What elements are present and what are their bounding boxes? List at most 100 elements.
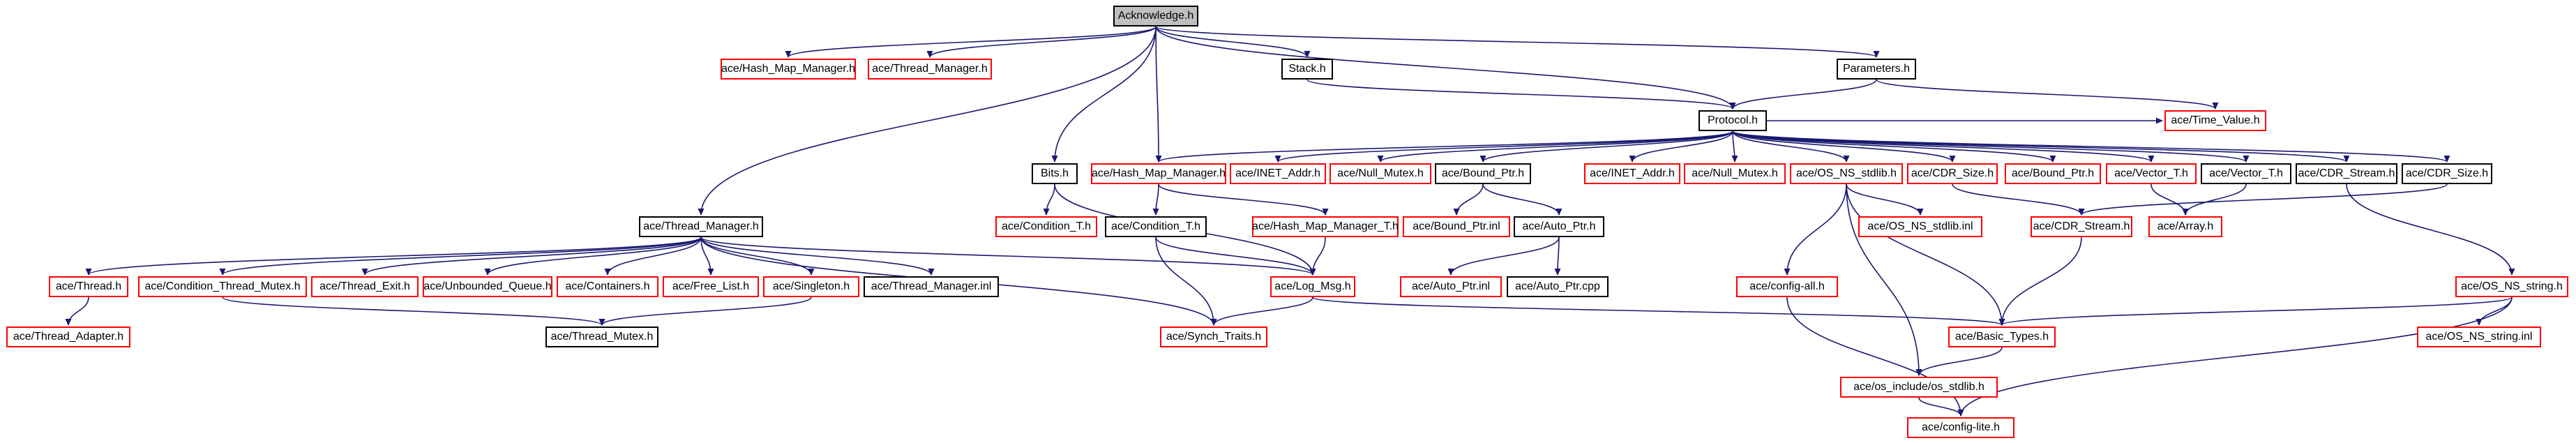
edge-cdrstream4-to-osstring: [2346, 183, 2515, 276]
graph-node-params[interactable]: Parameters.h: [1837, 59, 1916, 80]
graph-node-osstdlib[interactable]: ace/OS_NS_stdlib.h: [1790, 163, 1903, 184]
edge-protocol-to-hmm4: [1155, 130, 1733, 163]
graph-node-null4a[interactable]: ace/Null_Mutex.h: [1330, 163, 1431, 184]
edge-protocol-to-cdrsize4b: [1732, 130, 2450, 163]
graph-node-cdrsize4b[interactable]: ace/CDR_Size.h: [2402, 163, 2492, 184]
graph-node-timevalue[interactable]: ace/Time_Value.h: [2164, 110, 2266, 131]
graph-node-containers[interactable]: ace/Containers.h: [557, 276, 658, 297]
graph-node-osinclude[interactable]: ace/os_include/os_stdlib.h: [1840, 377, 1998, 398]
graph-node-autoptr[interactable]: ace/Auto_Ptr.h: [1514, 216, 1604, 237]
graph-node-array[interactable]: ace/Array.h: [2148, 216, 2222, 237]
edge-tm5-to-singleton: [700, 236, 815, 276]
edge-osstring-to-basictypes: [1998, 296, 2513, 326]
graph-node-autoptrinl[interactable]: ace/Auto_Ptr.inl: [1400, 276, 1502, 297]
edge-ack-to-params: [1155, 26, 1880, 58]
edge-osstdlib-to-configall: [1784, 183, 1847, 276]
graph-node-vector4b[interactable]: ace/Vector_T.h: [2201, 163, 2291, 184]
edge-tm5-to-tminl: [700, 236, 935, 276]
edge-protocol-to-null4a: [1377, 130, 1733, 163]
graph-node-autoptrcpp[interactable]: ace/Auto_Ptr.cpp: [1507, 276, 1609, 297]
edge-bound4a-to-autoptr: [1482, 183, 1562, 216]
graph-node-inet4a[interactable]: ace/INET_Addr.h: [1230, 163, 1326, 184]
edge-protocol-to-inet4b: [1629, 130, 1733, 163]
edge-protocol-to-osstdlib: [1732, 130, 1850, 163]
edge-tm5-to-threadexit: [361, 236, 702, 276]
edge-tm5-to-unboundedq: [484, 236, 702, 276]
graph-node-bits[interactable]: Bits.h: [1032, 163, 1078, 184]
graph-node-inet4b[interactable]: ace/INET_Addr.h: [1584, 163, 1680, 184]
edge-tm5-to-freelist: [700, 236, 714, 276]
edge-protocol-to-bound4a: [1479, 130, 1733, 163]
graph-node-osstdlibinl[interactable]: ace/OS_NS_stdlib.inl: [1858, 216, 1982, 237]
edge-osstdlib-to-osstdlibinl: [1846, 183, 1924, 216]
graph-node-basictypes[interactable]: ace/Basic_Types.h: [1948, 326, 2056, 347]
edge-vector4b-to-array: [2182, 183, 2247, 216]
edge-protocol-to-vector4a: [1732, 130, 2155, 163]
graph-node-configall[interactable]: ace/config-all.h: [1736, 276, 1838, 297]
graph-node-bound4a[interactable]: ace/Bound_Ptr.h: [1435, 163, 1531, 184]
graph-node-tm2[interactable]: ace/Thread_Manager.h: [868, 59, 992, 80]
graph-node-vector4a[interactable]: ace/Vector_T.h: [2106, 163, 2197, 184]
edge-osstdlib-to-basictypes: [1846, 183, 2005, 326]
graph-node-configlite[interactable]: ace/config-lite.h: [1907, 417, 2014, 438]
graph-node-hmm4[interactable]: ace/Hash_Map_Manager.h: [1091, 163, 1226, 184]
graph-node-hmmt[interactable]: ace/Hash_Map_Manager_T.h: [1252, 216, 1399, 237]
graph-node-cdrsize4a[interactable]: ace/CDR_Size.h: [1907, 163, 1998, 184]
graph-node-cdrstream4[interactable]: ace/CDR_Stream.h: [2296, 163, 2397, 184]
edge-cdrsize4b-to-cdrstream5: [2078, 183, 2448, 216]
edge-ack-to-protocol: [1155, 26, 1736, 110]
graph-node-bound4b[interactable]: ace/Bound_Ptr.h: [2005, 163, 2101, 184]
graph-node-synchtraits[interactable]: ace/Synch_Traits.h: [1160, 326, 1267, 347]
graph-node-cond5b[interactable]: ace/Condition_T.h: [1105, 216, 1207, 237]
graph-node-hmm2[interactable]: ace/Hash_Map_Manager.h: [721, 59, 856, 80]
graph-node-logmsg[interactable]: ace/Log_Msg.h: [1270, 276, 1355, 297]
edge-hmm4-to-cond5b: [1152, 183, 1159, 216]
graph-node-osstring[interactable]: ace/OS_NS_string.h: [2455, 276, 2568, 297]
edge-autoptr-to-autoptrinl: [1447, 236, 1560, 276]
edge-stack-to-protocol: [1306, 79, 1736, 110]
edge-protocol-to-bound4b: [1732, 130, 2056, 163]
edge-singleton-to-threadmutex: [598, 296, 812, 326]
edge-ack-to-bits: [1051, 26, 1157, 163]
graph-node-tminl[interactable]: ace/Thread_Manager.inl: [864, 276, 999, 297]
edge-tm5-to-condthreadmutex: [219, 236, 702, 276]
graph-node-cond5a[interactable]: ace/Condition_T.h: [995, 216, 1097, 237]
graph-node-threadmutex[interactable]: ace/Thread_Mutex.h: [545, 326, 658, 347]
edge-protocol-to-null4b: [1731, 130, 1738, 163]
graph-node-threadexit[interactable]: ace/Thread_Exit.h: [311, 276, 419, 297]
graph-node-condthreadmutex[interactable]: ace/Condition_Thread_Mutex.h: [138, 276, 307, 297]
edge-bits-to-cond5a: [1043, 183, 1055, 216]
edge-ack-to-hmm2: [785, 26, 1157, 58]
graph-node-ack: Acknowledge.h: [1113, 6, 1198, 27]
graph-node-cdrstream5[interactable]: ace/CDR_Stream.h: [2031, 216, 2132, 237]
graph-node-unboundedq[interactable]: ace/Unbounded_Queue.h: [423, 276, 552, 297]
graph-node-freelist[interactable]: ace/Free_List.h: [663, 276, 759, 297]
edge-osstring-to-configlite: [1957, 296, 2513, 416]
graph-node-osstringinl[interactable]: ace/OS_NS_string.inl: [2417, 326, 2541, 347]
graph-node-thread[interactable]: ace/Thread.h: [49, 276, 128, 297]
edge-cond5b-to-synchtraits: [1155, 236, 1217, 326]
edge-protocol-to-inet4a: [1274, 130, 1733, 163]
graph-node-boundinl[interactable]: ace/Bound_Ptr.inl: [1403, 216, 1510, 237]
graph-node-null4b[interactable]: ace/Null_Mutex.h: [1684, 163, 1786, 184]
edge-osinclude-to-configlite: [1918, 397, 1964, 416]
edge-cond5b-to-logmsg: [1155, 236, 1316, 276]
edge-autoptr-to-autoptrcpp: [1554, 236, 1561, 276]
edge-tm5-to-thread: [85, 236, 702, 276]
edge-logmsg-to-synchtraits: [1210, 296, 1313, 326]
edge-protocol-to-cdrsize4a: [1732, 130, 1956, 163]
edge-params-to-timevalue: [1876, 79, 2219, 110]
graph-node-stack[interactable]: Stack.h: [1281, 59, 1333, 80]
graph-node-protocol[interactable]: Protocol.h: [1698, 110, 1767, 131]
edge-protocol-to-vector4b: [1732, 130, 2250, 163]
edge-osstdlib-to-osinclude: [1846, 183, 1922, 376]
graph-node-tm5[interactable]: ace/Thread_Manager.h: [639, 216, 763, 237]
edge-cdrstream5-to-basictypes: [1998, 236, 2082, 326]
edge-tm5-to-logmsg: [700, 236, 1316, 276]
graph-node-singleton[interactable]: ace/Singleton.h: [763, 276, 859, 297]
edge-logmsg-to-basictypes: [1312, 296, 2005, 326]
graph-node-threadadapter[interactable]: ace/Thread_Adapter.h: [6, 326, 130, 347]
edge-ack-to-hmm4: [1155, 26, 1162, 163]
